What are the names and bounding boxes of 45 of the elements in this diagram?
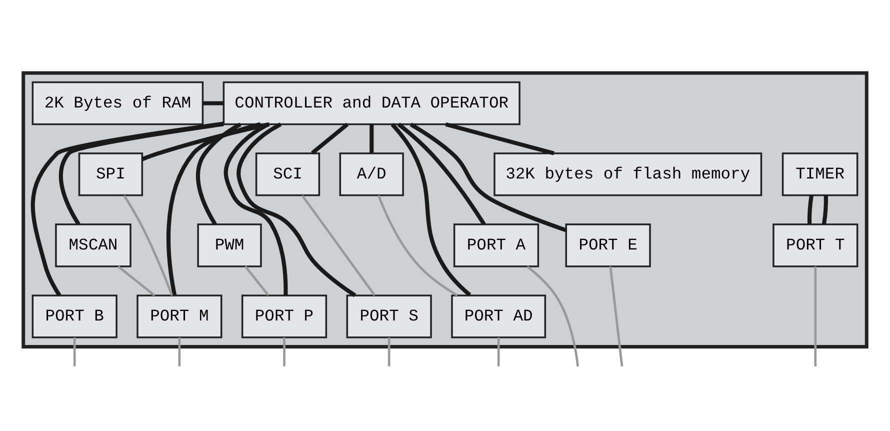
connector [224, 122, 288, 296]
connector [203, 101, 224, 106]
node-box: 2K Bytes of RAM [32, 81, 204, 126]
connector [178, 337, 181, 366]
node-box: CONTROLLER and DATA OPERATOR [222, 81, 520, 126]
node-box: PWM [197, 224, 262, 268]
connector [244, 266, 270, 296]
node-box: PORT P [241, 294, 328, 338]
connector [388, 337, 390, 366]
connector [142, 122, 270, 162]
connector [30, 122, 224, 297]
node-box: PORT S [346, 294, 432, 338]
connector [123, 194, 174, 296]
node-box: PORT A [453, 224, 540, 268]
connector [397, 122, 486, 226]
connector [822, 195, 828, 224]
connector [497, 337, 500, 366]
connector [283, 337, 286, 366]
cluster [22, 71, 868, 348]
node-box: 32K bytes of flash memory [494, 152, 762, 196]
connector [445, 122, 554, 156]
connector [609, 266, 624, 366]
node-box: SCI [255, 152, 320, 196]
connector [807, 195, 814, 224]
node-box: PORT AD [451, 294, 546, 338]
node-box: SPI [78, 152, 144, 196]
node-box: TIMER [782, 152, 858, 196]
node-box: PORT B [32, 294, 118, 338]
node-box: PORT T [772, 224, 858, 268]
connector [526, 266, 579, 366]
connector [73, 337, 76, 366]
connector [236, 122, 356, 298]
connector [166, 122, 261, 296]
connector [196, 122, 242, 226]
node-box: MSCAN [55, 224, 132, 268]
connector [390, 122, 472, 297]
node-box: PORT M [136, 294, 222, 338]
connector [310, 122, 349, 155]
connector [370, 124, 374, 154]
connector [377, 195, 458, 296]
connector [814, 266, 817, 366]
node-box: A/D [339, 152, 404, 196]
node-box: PORT E [565, 224, 651, 268]
connector [117, 266, 156, 296]
connector [301, 194, 376, 296]
